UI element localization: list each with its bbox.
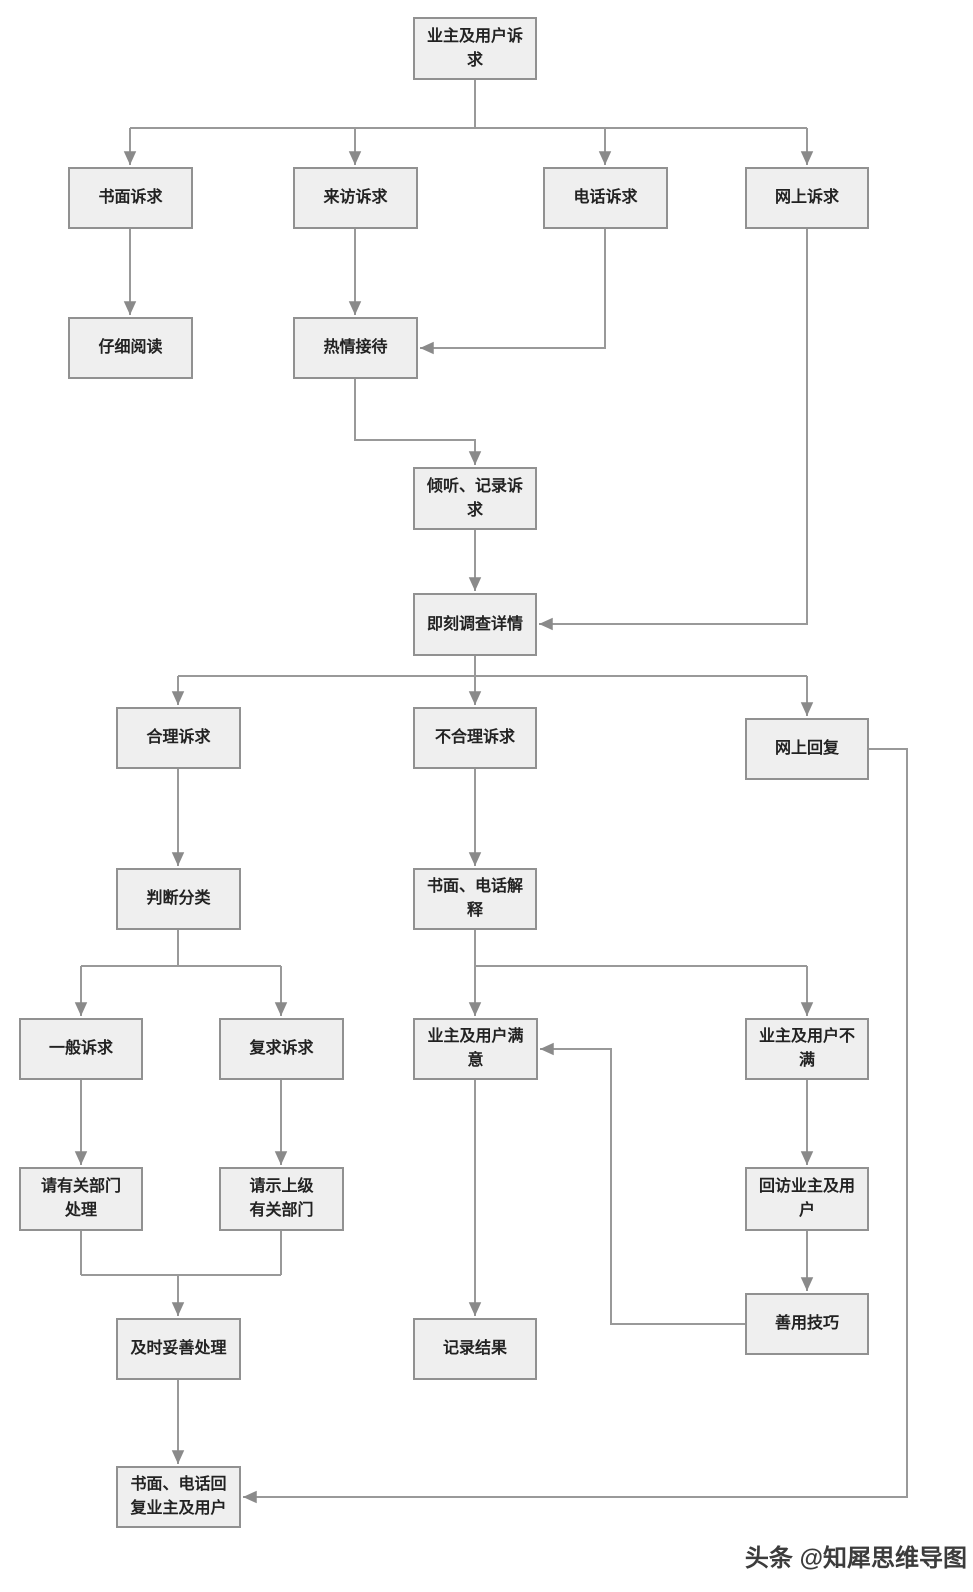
connector-line: [243, 748, 908, 1504]
flow-node-listen-record-appeal: 倾听、记录诉 求: [413, 467, 537, 530]
flow-node-investigate-details: 即刻调查详情: [413, 593, 537, 656]
flow-node-phone-appeal: 电话诉求: [543, 167, 668, 229]
flow-node-careful-reading: 仔细阅读: [68, 317, 193, 379]
flow-node-unreasonable-appeal: 不合理诉求: [413, 707, 537, 769]
flow-node-use-skills: 善用技巧: [745, 1293, 869, 1355]
flow-node-owner-user-dissatisfied: 业主及用户不 满: [745, 1018, 869, 1080]
connector-line: [354, 379, 482, 465]
flow-node-online-appeal: 网上诉求: [745, 167, 869, 229]
flow-node-owner-user-satisfied: 业主及用户满 意: [413, 1018, 538, 1080]
flow-node-ask-dept-handle: 请有关部门 处理: [19, 1167, 143, 1231]
flow-node-warm-reception: 热情接待: [293, 317, 418, 379]
flow-node-repeat-appeal: 复求诉求: [219, 1018, 344, 1080]
flow-node-visit-appeal: 来访诉求: [293, 167, 418, 229]
flow-node-written-phone-explain: 书面、电话解 释: [413, 868, 537, 930]
flow-node-timely-proper-handle: 及时妥善处理: [116, 1318, 241, 1380]
flow-node-online-reply: 网上回复: [745, 718, 869, 780]
flow-node-owner-user-appeal: 业主及用户诉 求: [413, 17, 537, 80]
flow-node-reasonable-appeal: 合理诉求: [116, 707, 241, 769]
flow-node-record-result: 记录结果: [413, 1318, 537, 1380]
flow-node-ask-superior-dept: 请示上级 有关部门: [219, 1167, 344, 1231]
connector-line: [540, 1042, 745, 1325]
watermark: 头条 @知犀思维导图: [745, 1538, 967, 1573]
watermark-text: 头条 @知犀思维导图: [744, 1545, 967, 1572]
flow-node-judge-classify: 判断分类: [116, 868, 241, 930]
flow-node-general-appeal: 一般诉求: [19, 1018, 143, 1080]
connector-line: [420, 229, 606, 355]
connector-line: [539, 229, 808, 631]
flow-node-written-appeal: 书面诉求: [68, 167, 193, 229]
flow-node-revisit-owner-user: 回访业主及用 户: [745, 1167, 869, 1231]
flow-node-written-phone-reply: 书面、电话回 复业主及用户: [116, 1466, 241, 1528]
